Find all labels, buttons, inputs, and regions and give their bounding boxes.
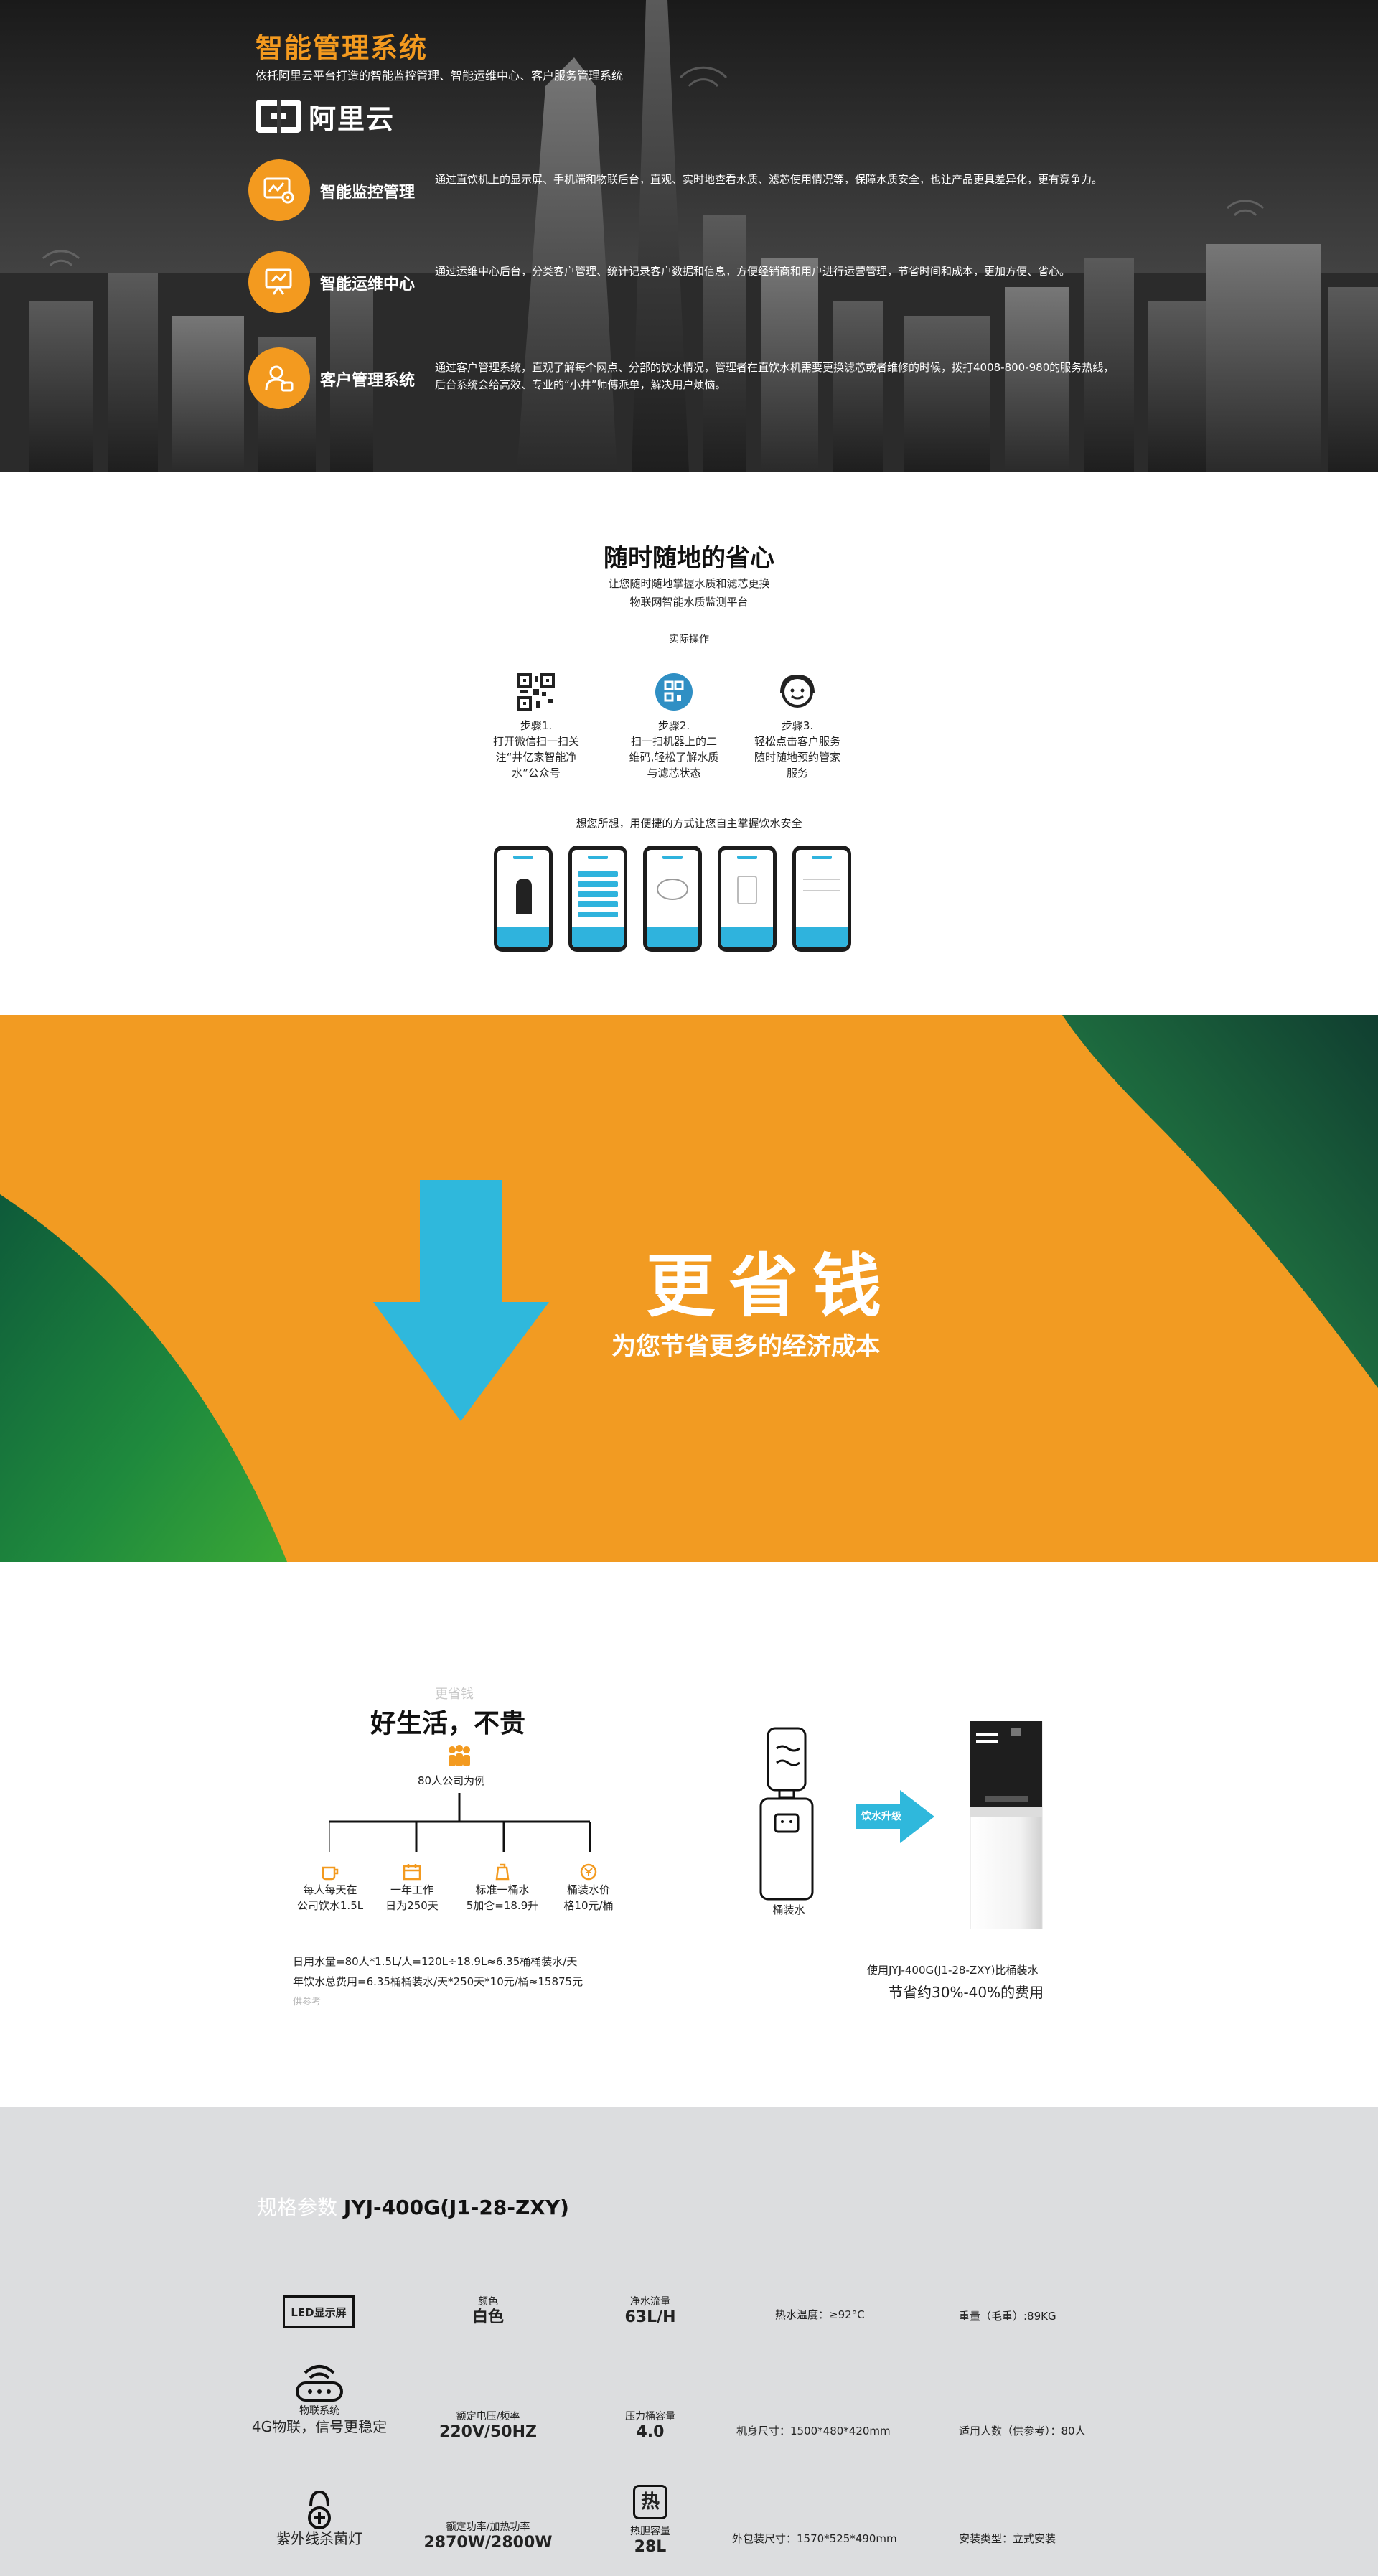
people-caption: 80人公司为例 <box>418 1774 486 1787</box>
feature-name: 智能监控管理 <box>320 184 416 202</box>
feature-desc: 通过直饮机上的显示屏、手机端和物联后台，直观、实时地查看水质、滤芯使用情况等，保… <box>435 173 1103 186</box>
phone-mockup <box>792 846 851 952</box>
customer-service-icon <box>777 672 817 712</box>
section-subtitle: 物联网智能水质监测平台 <box>629 596 749 609</box>
section-title: 好生活，不贵 <box>370 1709 526 1738</box>
upgrade-arrow-icon <box>856 1790 934 1843</box>
spec-heading: 规格参数 JYJ-400G(J1-28-ZXY) <box>257 2196 569 2219</box>
user-manage-icon <box>248 347 310 409</box>
ghost-label: 更省钱 <box>435 1687 474 1702</box>
spec-body-size: 机身尺寸：1500*480*420mm <box>736 2425 891 2437</box>
section-title: 随时随地的省心 <box>604 544 774 573</box>
spec-hot-temp: 热水温度：≥92°C <box>775 2308 865 2321</box>
feature-desc: 通过客户管理系统，直观了解每个网点、分部的饮水情况，管理者在直饮水机需要更换滤芯… <box>435 361 1115 391</box>
step-2: 步骤2. 扫一扫机器上的二维码,轻松了解水质与滤芯状态 <box>627 672 721 781</box>
save-headline: 更省钱 <box>646 1246 896 1326</box>
operation-label: 实际操作 <box>669 634 709 645</box>
spec-iot: 物联系统 4G物联，信号更稳定 <box>237 2360 402 2435</box>
aliyun-logo-text: 阿里云 <box>309 103 395 135</box>
phone-mockup <box>643 846 702 952</box>
compare-text: 使用JYJ-400G(J1-28-ZXY)比桶装水 <box>867 1964 1039 1977</box>
reference-note: 供参考 <box>293 1997 322 2008</box>
step-1: 步骤1. 打开微信扫一扫关注“井亿家智能净水”公众号 <box>489 672 583 781</box>
save-money-banner: 更省钱 为您节省更多的经济成本 <box>0 1015 1378 1562</box>
router-icon <box>296 2365 343 2402</box>
cost-comparison-section: 更省钱 好生活，不贵 80人公司为例 每人每天在公司饮水1.5L 一年工作日为2… <box>0 1562 1378 2107</box>
step-desc: 扫一扫机器上的二维码,轻松了解水质与滤芯状态 <box>629 735 719 779</box>
scan-badge-icon <box>654 672 694 712</box>
cost-factor: 每人每天在公司饮水1.5L <box>287 1863 373 1914</box>
aliyun-logo-mark-icon <box>256 100 301 133</box>
water-machine-image <box>970 1721 1043 1929</box>
leaf-decoration <box>0 1015 1378 1562</box>
feature-customer: 客户管理系统 通过客户管理系统，直观了解每个网点、分部的饮水情况，管理者在直饮水… <box>248 347 1167 416</box>
calendar-icon <box>403 1864 421 1881</box>
spec-people: 适用人数（供参考）：80人 <box>959 2425 1086 2437</box>
annual-cost-formula: 年饮水总费用=6.35桶桶装水/天*250天*10元/桶≈15875元 <box>293 1975 583 1988</box>
spec-uv: 紫外线杀菌灯 <box>258 2488 380 2547</box>
down-arrow-icon <box>373 1180 549 1421</box>
phones-caption: 想您所想，用便捷的方式让您自主掌握饮水安全 <box>576 817 802 830</box>
anytime-section: 随时随地的省心 让您随时随地掌握水质和滤芯更换 物联网智能水质监测平台 实际操作… <box>0 472 1378 1015</box>
monitor-eye-icon <box>248 159 310 221</box>
step-title: 步骤2. <box>657 719 690 732</box>
daily-usage-formula: 日用水量=80人*1.5L/人=120L÷18.9L≈6.35桶桶装水/天 <box>293 1955 578 1968</box>
heat-icon: 热 <box>633 2485 667 2519</box>
hero-content: 智能管理系统 依托阿里云平台打造的智能监控管理、智能运维中心、客户服务管理系统 … <box>248 0 1160 472</box>
spec-pack-size: 外包装尺寸：1570*525*490mm <box>732 2532 897 2545</box>
cost-factor: 一年工作日为250天 <box>369 1863 455 1914</box>
feature-name: 客户管理系统 <box>320 372 416 390</box>
presentation-icon <box>248 251 310 313</box>
specifications-section: 规格参数 JYJ-400G(J1-28-ZXY) LED显示屏 颜色白色 净水流… <box>0 2107 1378 2576</box>
qr-code-icon <box>516 672 556 712</box>
phone-mockup <box>718 846 777 952</box>
feature-monitor: 智能监控管理 通过直饮机上的显示屏、手机端和物联后台，直观、实时地查看水质、滤芯… <box>248 159 1167 228</box>
spec-color: 颜色白色 <box>472 2296 504 2326</box>
people-icon <box>445 1744 474 1771</box>
phone-mockup <box>568 846 627 952</box>
bucket-icon <box>495 1863 510 1881</box>
led-display-badge: LED显示屏 <box>283 2295 355 2328</box>
feature-name: 智能运维中心 <box>320 276 416 294</box>
savings-text: 节省约30%-40%的费用 <box>889 1984 1044 2001</box>
hero-banner: 智能管理系统 依托阿里云平台打造的智能监控管理、智能运维中心、客户服务管理系统 … <box>0 0 1378 472</box>
cost-tree-lines <box>329 1793 591 1852</box>
spec-install: 安装类型：立式安装 <box>959 2532 1056 2545</box>
cup-icon <box>322 1866 339 1881</box>
section-subtitle: 让您随时随地掌握水质和滤芯更换 <box>608 577 770 590</box>
step-title: 步骤3. <box>781 719 814 732</box>
step-title: 步骤1. <box>520 719 553 732</box>
bottled-water-dispenser-icon <box>759 1727 814 1901</box>
step-desc: 打开微信扫一扫关注“井亿家智能净水”公众号 <box>492 735 579 779</box>
uv-lamp-icon <box>308 2490 331 2529</box>
price-icon <box>580 1863 597 1881</box>
hero-title: 智能管理系统 <box>256 32 428 64</box>
bottled-water-label: 桶装水 <box>772 1903 805 1916</box>
phone-mockup <box>494 846 553 952</box>
feature-desc: 通过运维中心后台，分类客户管理、统计记录客户数据和信息，方便经销商和用户进行运营… <box>435 265 1071 278</box>
cost-factor: 桶装水价格10元/桶 <box>545 1863 632 1914</box>
aliyun-logo: 阿里云 <box>256 96 395 136</box>
phone-screenshots <box>494 846 853 953</box>
hero-subtitle: 依托阿里云平台打造的智能监控管理、智能运维中心、客户服务管理系统 <box>256 69 624 83</box>
upgrade-label: 饮水升级 <box>861 1811 901 1822</box>
spec-weight: 重量（毛重）:89KG <box>959 2310 1056 2323</box>
save-subline: 为您节省更多的经济成本 <box>611 1332 880 1361</box>
step-3: 步骤3. 轻松点击客户服务 随时随地预约管家服务 <box>751 672 844 781</box>
step-desc: 轻松点击客户服务 随时随地预约管家服务 <box>754 735 840 779</box>
feature-operations: 智能运维中心 通过运维中心后台，分类客户管理、统计记录客户数据和信息，方便经销商… <box>248 251 1167 320</box>
